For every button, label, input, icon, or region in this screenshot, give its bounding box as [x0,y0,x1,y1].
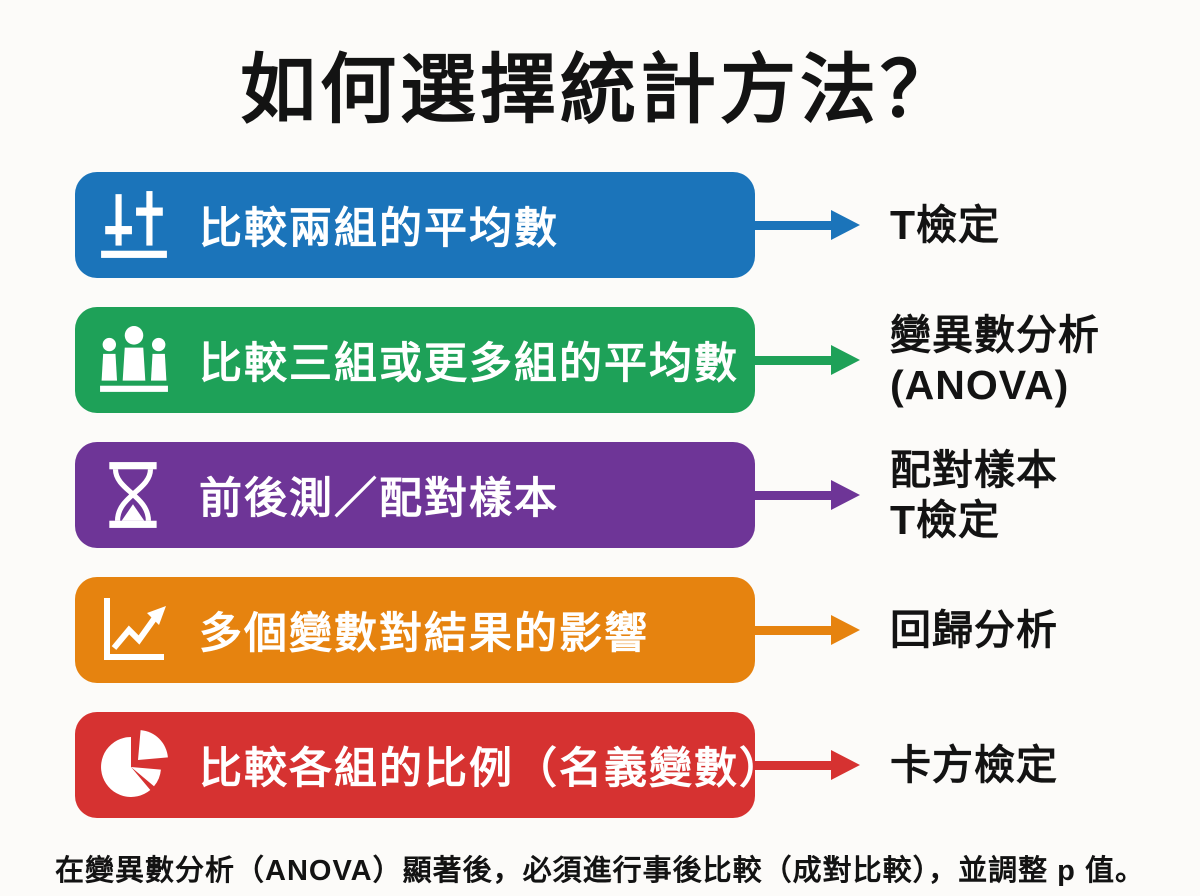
category-bar: 比較三組或更多組的平均數 [75,307,755,413]
people-icon [97,321,171,399]
method-label: 變異數分析 (ANOVA) [890,311,1100,408]
category-bar: 比較兩組的平均數 [75,172,755,278]
method-label: 卡方檢定 [890,741,1058,788]
hourglass-icon [97,456,171,534]
category-label: 前後測／配對樣本 [199,475,559,523]
method-label: T檢定 [890,201,1001,248]
page-title: 如何選擇統計方法？ [240,48,960,133]
footnote: 在變異數分析（ANOVA）顯著後，必須進行事後比較（成對比較），並調整 p 值。 [55,855,1145,887]
method-label: 回歸分析 [890,606,1058,653]
method-label: 配對樣本 T檢定 [890,446,1058,543]
category-bar: 比較各組的比例（名義變數） [75,712,782,818]
category-bar: 前後測／配對樣本 [75,442,755,548]
category-bar: 多個變數對結果的影響 [75,577,755,683]
arrow-icon [755,750,860,780]
line-chart-icon [97,591,171,669]
category-label: 比較兩組的平均數 [199,205,559,253]
arrow-icon [755,345,860,375]
flow-row-t-test: 比較兩組的平均數 T檢定 [75,172,1200,278]
flow-row-regression: 多個變數對結果的影響 回歸分析 [75,577,1200,683]
category-label: 多個變數對結果的影響 [199,610,649,658]
arrow-icon [755,480,860,510]
category-label: 比較三組或更多組的平均數 [199,340,739,388]
flow-row-anova: 比較三組或更多組的平均數 變異數分析 (ANOVA) [75,307,1200,413]
pie-chart-icon [97,726,171,804]
arrow-icon [755,615,860,645]
flow-row-paired-t-test: 前後測／配對樣本 配對樣本 T檢定 [75,442,1200,548]
flow-rows: 比較兩組的平均數 T檢定 [75,172,1200,818]
category-label: 比較各組的比例（名義變數） [199,745,784,793]
arrow-icon [755,210,860,240]
sliders-icon [97,186,171,264]
flow-row-chi-square: 比較各組的比例（名義變數） 卡方檢定 [75,712,1200,818]
